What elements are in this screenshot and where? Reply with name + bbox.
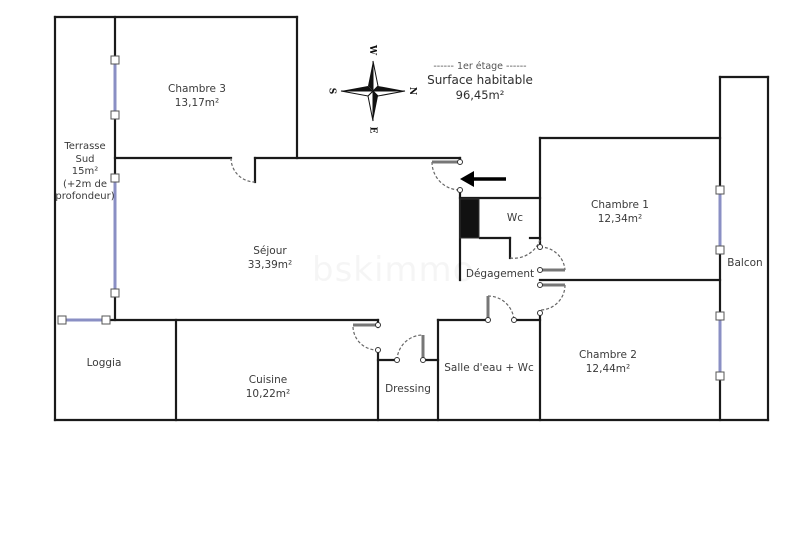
door-chambre3-arc xyxy=(230,157,256,183)
door-hinges xyxy=(375,159,543,363)
compass-south-label: S xyxy=(326,87,337,95)
watermark: bskimmo xyxy=(312,250,474,290)
compass-rose-icon xyxy=(340,60,406,122)
room-wc: Wc xyxy=(507,211,523,225)
compass-west-label: W xyxy=(367,44,378,56)
surface-total: 96,45m² xyxy=(455,88,505,102)
room-area: 10,22m² xyxy=(245,388,291,400)
window-markers xyxy=(57,55,725,381)
room-name: Loggia xyxy=(86,357,122,369)
door-cuisine-arc xyxy=(352,326,379,351)
room-area: 12,34m² xyxy=(597,213,643,225)
room-name: Chambre 3 xyxy=(168,83,226,95)
door-wc-arc xyxy=(509,239,541,259)
room-dressing: Dressing xyxy=(385,382,431,396)
door-chambre2-arc xyxy=(539,284,566,311)
room-salle-eau: Salle d'eau + Wc xyxy=(444,361,533,375)
compass-east-label: E xyxy=(367,126,378,134)
room-area: 13,17m² xyxy=(174,97,220,109)
compass-north-label: N xyxy=(407,86,418,96)
room-chambre1: Chambre 1 12,34m² xyxy=(591,198,649,226)
door-entry-arc xyxy=(431,161,461,191)
room-name: Balcon xyxy=(727,257,763,269)
duct-block xyxy=(459,198,480,239)
room-name: Wc xyxy=(506,212,524,224)
room-area: 12,44m² xyxy=(585,363,631,375)
surface-title: Surface habitable xyxy=(427,73,533,87)
doors xyxy=(230,157,566,361)
floor-label: ------ 1er étage ------ xyxy=(433,61,527,72)
room-name: Séjour xyxy=(253,245,287,257)
windows xyxy=(62,60,722,376)
walls xyxy=(53,15,770,422)
room-chambre2: Chambre 2 12,44m² xyxy=(579,348,637,376)
room-name: Salle d'eau + Wc xyxy=(444,362,534,374)
room-loggia: Loggia xyxy=(87,356,122,370)
room-sejour: Séjour 33,39m² xyxy=(248,244,293,272)
room-name: Cuisine xyxy=(248,374,288,386)
room-cuisine: Cuisine 10,22m² xyxy=(246,373,291,401)
door-salle-arc xyxy=(487,295,515,321)
room-chambre3: Chambre 3 13,17m² xyxy=(168,82,226,110)
room-name: Dressing xyxy=(385,383,431,395)
room-name: Dégagement xyxy=(465,268,535,280)
entrance-arrow-icon xyxy=(460,171,506,187)
door-leaves xyxy=(353,160,565,360)
room-area: 33,39m² xyxy=(247,259,293,271)
room-terrasse: Terrasse Sud 15m² (+2m de profondeur) xyxy=(55,141,115,202)
door-dressing-arc xyxy=(396,334,424,361)
door-chambre1-arc xyxy=(539,246,566,271)
room-degagement: Dégagement xyxy=(466,267,534,281)
plan-header: ------ 1er étage ------ Surface habitabl… xyxy=(427,61,533,103)
room-name: Chambre 1 xyxy=(591,199,649,211)
room-balcon: Balcon xyxy=(727,256,762,270)
room-name: Chambre 2 xyxy=(579,349,637,361)
